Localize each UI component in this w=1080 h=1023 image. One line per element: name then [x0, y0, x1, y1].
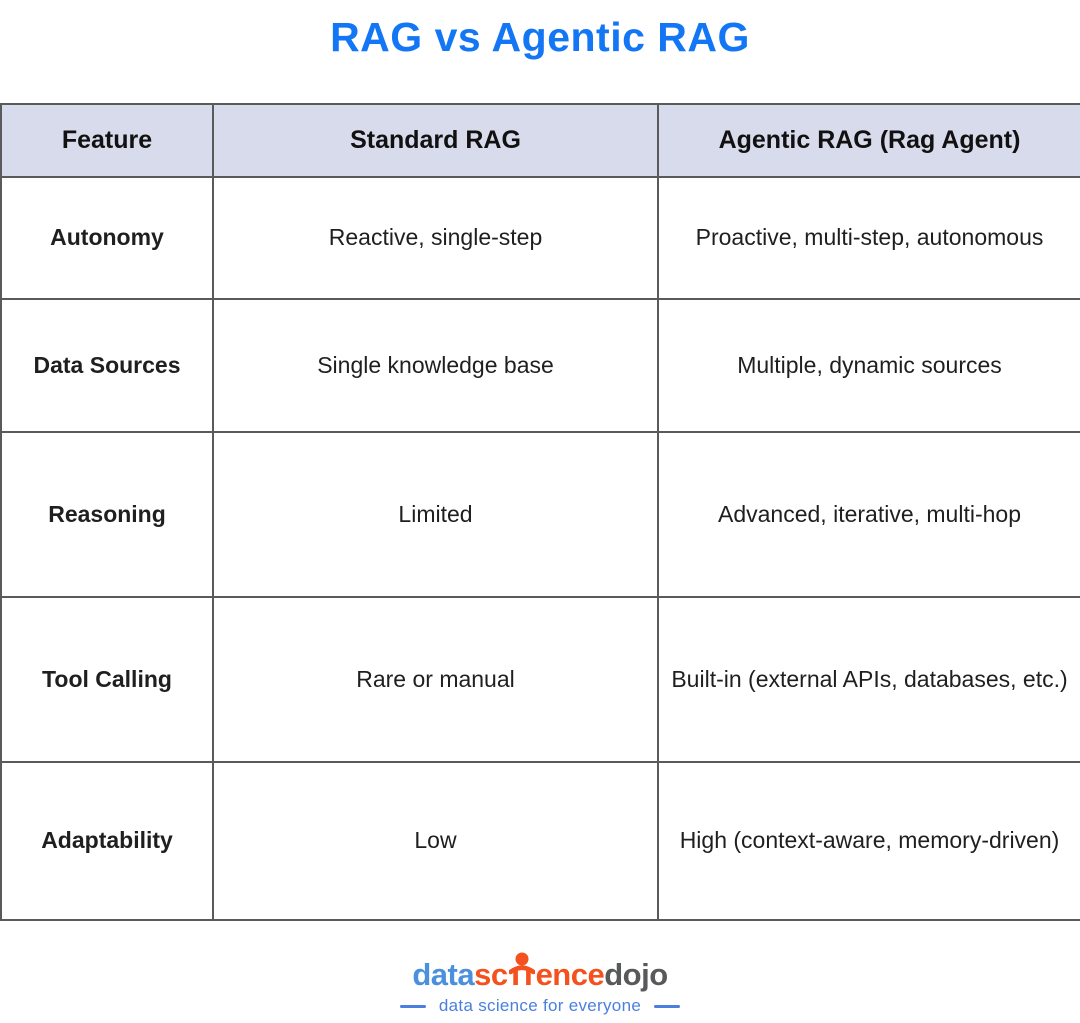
logo-sc: sc: [474, 957, 508, 992]
header-row: Feature Standard RAG Agentic RAG (Rag Ag…: [0, 103, 1080, 178]
tagline-row: data science for everyone: [0, 996, 1080, 1016]
standard-rag-cell: Limited: [212, 431, 659, 598]
feature-cell: Adaptability: [0, 761, 214, 921]
feature-cell: Tool Calling: [0, 596, 214, 763]
feature-cell: Autonomy: [0, 176, 214, 300]
logo-data: data: [412, 957, 475, 992]
table-row: Autonomy Reactive, single-step Proactive…: [0, 176, 1080, 300]
tagline-left-dash: [399, 1004, 426, 1008]
table-row: Adaptability Low High (context-aware, me…: [0, 761, 1080, 921]
logo-tagline: data science for everyone: [438, 996, 642, 1015]
standard-rag-cell: Reactive, single-step: [212, 176, 659, 300]
logo-ence: ence: [535, 957, 605, 992]
agentic-rag-cell: High (context-aware, memory-driven): [657, 761, 1080, 921]
table-row: Tool Calling Rare or manual Built-in (ex…: [0, 596, 1080, 763]
standard-rag-cell: Single knowledge base: [212, 298, 659, 433]
header-standard-rag: Standard RAG: [212, 103, 659, 178]
agentic-rag-cell: Multiple, dynamic sources: [657, 298, 1080, 433]
standard-rag-cell: Rare or manual: [212, 596, 659, 763]
table-row: Data Sources Single knowledge base Multi…: [0, 298, 1080, 433]
standard-rag-cell: Low: [212, 761, 659, 921]
agentic-rag-cell: Built-in (external APIs, databases, etc.…: [657, 596, 1080, 763]
header-feature: Feature: [0, 103, 214, 178]
feature-cell: Data Sources: [0, 298, 214, 433]
tagline-right-dash: [654, 1004, 681, 1008]
meditating-person-icon: [508, 952, 535, 985]
page-title: RAG vs Agentic RAG: [330, 14, 750, 60]
table-row: Reasoning Limited Advanced, iterative, m…: [0, 431, 1080, 598]
agentic-rag-cell: Proactive, multi-step, autonomous: [657, 176, 1080, 300]
comparison-table: Feature Standard RAG Agentic RAG (Rag Ag…: [0, 103, 1080, 921]
logo-dojo: dojo: [604, 957, 668, 992]
feature-cell: Reasoning: [0, 431, 214, 598]
agentic-rag-cell: Advanced, iterative, multi-hop: [657, 431, 1080, 598]
header-agentic-rag: Agentic RAG (Rag Agent): [657, 103, 1080, 178]
